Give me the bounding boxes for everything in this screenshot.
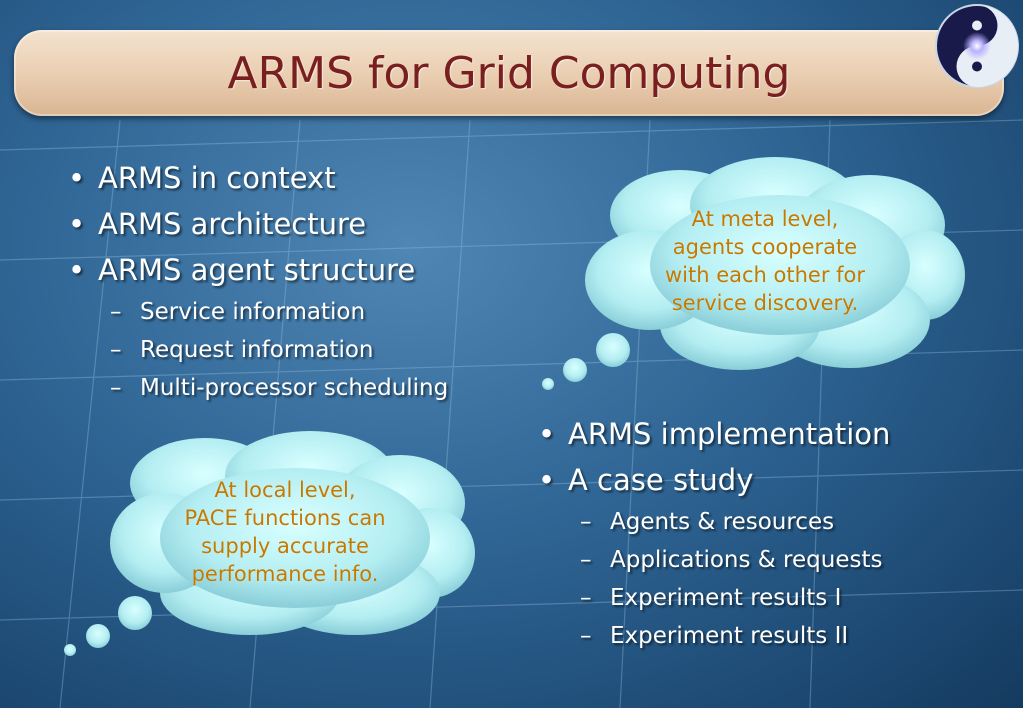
cloud-text-line: with each other for	[664, 263, 866, 287]
right-bullet-list: ARMS implementation A case study Agents …	[534, 411, 890, 655]
sub-bullet-item: Request information	[64, 331, 448, 369]
local-level-thought-cloud	[64, 431, 475, 656]
sub-bullet-item: Experiment results I	[534, 579, 890, 617]
title-banner	[14, 30, 1004, 116]
bullet-item: ARMS agent structure	[64, 247, 448, 293]
cloud-text-line: performance info.	[191, 562, 379, 586]
bullet-item: A case study	[534, 457, 890, 503]
sub-bullet-item: Multi-processor scheduling	[64, 369, 448, 407]
bullet-item: ARMS implementation	[534, 411, 890, 457]
cloud-text-line: agents cooperate	[672, 235, 858, 259]
meta-level-cloud-text: At meta level, agents cooperate with eac…	[630, 205, 900, 317]
bullet-item: ARMS architecture	[64, 201, 448, 247]
local-level-cloud-text: At local level, PACE functions can suppl…	[150, 476, 420, 588]
sub-bullet-item: Experiment results II	[534, 617, 890, 655]
sub-bullet-item: Agents & resources	[534, 503, 890, 541]
left-bullet-list: ARMS in context ARMS architecture ARMS a…	[64, 155, 448, 407]
cloud-text-line: service discovery.	[671, 291, 859, 315]
cloud-text-line: At meta level,	[691, 207, 839, 231]
sub-bullet-item: Service information	[64, 293, 448, 331]
slide-title: ARMS for Grid Computing	[227, 47, 791, 99]
sub-bullet-item: Applications & requests	[534, 541, 890, 579]
cloud-text-line: supply accurate	[201, 534, 369, 558]
cloud-text-line: At local level,	[214, 478, 356, 502]
bullet-item: ARMS in context	[64, 155, 448, 201]
meta-level-thought-cloud	[542, 157, 965, 390]
cloud-text-line: PACE functions can	[184, 506, 386, 530]
yin-yang-logo-icon	[935, 4, 1019, 88]
